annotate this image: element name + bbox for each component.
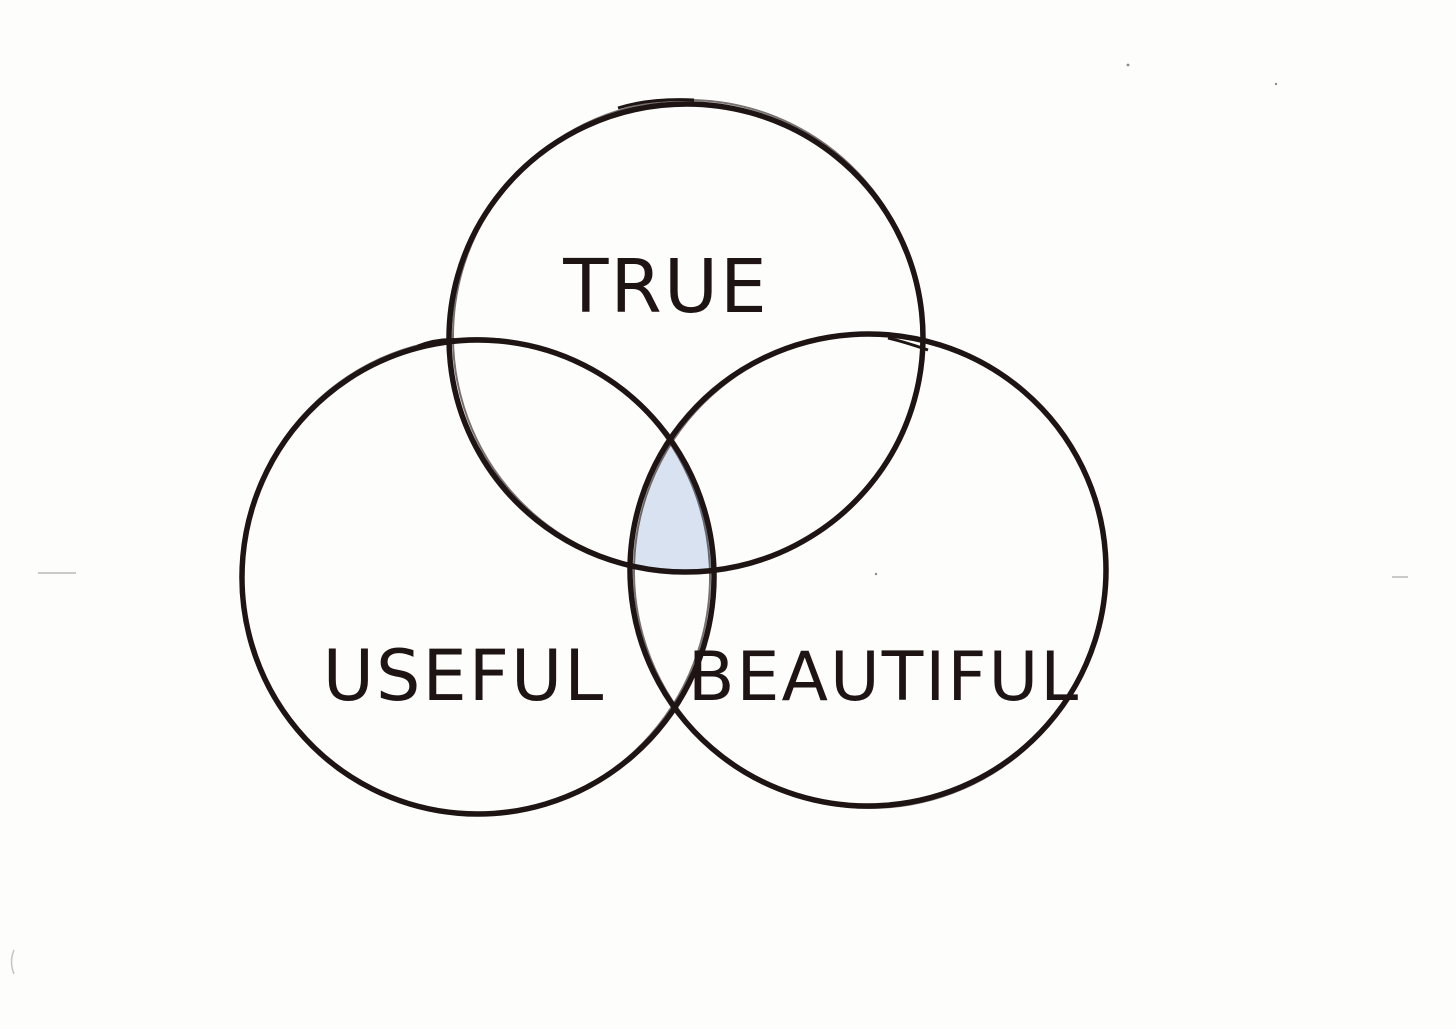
- label-beautiful: BEAUTIFUL: [688, 638, 1080, 717]
- label-useful: USEFUL: [323, 635, 605, 717]
- brush-flicks: [417, 98, 929, 352]
- circle-beautiful: [627, 331, 1109, 809]
- label-true: TRUE: [562, 244, 769, 330]
- circle-useful: [239, 337, 717, 817]
- paper-marks: [10, 63, 1408, 975]
